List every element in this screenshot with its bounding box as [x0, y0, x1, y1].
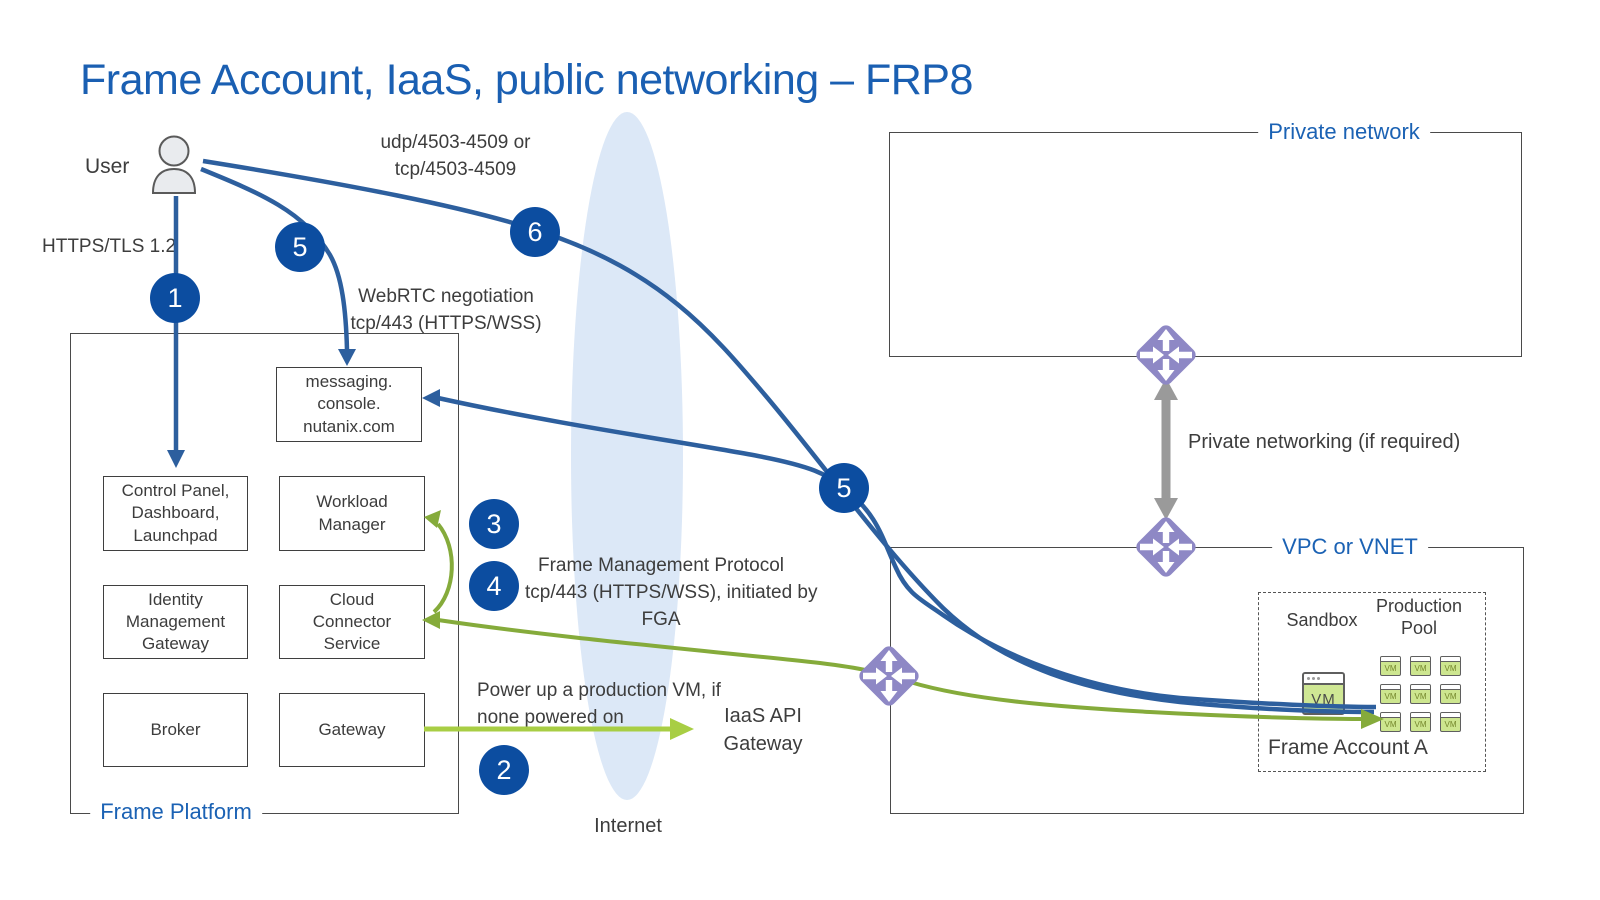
vpc-vnet-label: VPC or VNET	[1272, 534, 1428, 560]
gateway-box: Gateway	[279, 693, 425, 767]
vm-small-icon: VM	[1410, 684, 1431, 704]
window-dot	[1307, 677, 1310, 680]
cloud-connector-service-box: Cloud Connector Service	[279, 585, 425, 659]
edge-label-powerup: Power up a production VM, if none powere…	[477, 680, 721, 728]
vm-small-icon: VM	[1440, 684, 1461, 704]
private-network-label: Private network	[1258, 119, 1430, 145]
broker-box: Broker	[103, 693, 248, 767]
frame-account-label: Frame Account A	[1268, 736, 1428, 759]
private-network-box	[889, 132, 1522, 357]
vm-window-titlebar	[1304, 674, 1343, 685]
vm-small-icon: VM	[1440, 712, 1461, 732]
vm-small-icon: VM	[1380, 656, 1401, 676]
messaging-console-box: messaging. console. nutanix.com	[276, 367, 422, 442]
vm-window-icon: VM	[1302, 672, 1345, 715]
workload-manager-box: Workload Manager	[279, 476, 425, 551]
vm-small-icon: VM	[1440, 656, 1461, 676]
edge-label-https: HTTPS/TLS 1.2	[42, 236, 177, 257]
edge-label-webrtc: WebRTC negotiation tcp/443 (HTTPS/WSS)	[350, 286, 542, 334]
vm-small-icon: VM	[1380, 712, 1401, 732]
window-dot	[1312, 677, 1315, 680]
edge-label-fmp: Frame Management Protocol tcp/443 (HTTPS…	[525, 555, 818, 630]
vm-small-icon: VM	[1410, 712, 1431, 732]
internet-label: Internet	[594, 815, 662, 837]
identity-management-gateway-box: Identity Management Gateway	[103, 585, 248, 659]
page-title: Frame Account, IaaS, public networking –…	[80, 56, 973, 104]
edge-label-udp: udp/4503-4509 or tcp/4503-4509	[380, 132, 531, 180]
vm-small-icon: VM	[1410, 656, 1431, 676]
frame-platform-label: Frame Platform	[90, 799, 262, 825]
sandbox-label: Sandbox	[1286, 610, 1358, 630]
user-label: User	[85, 155, 130, 178]
window-dot	[1317, 677, 1320, 680]
production-pool-vm-grid: VM VM VM VM VM VM VM VM VM	[1380, 656, 1461, 732]
production-pool-label: Production Pool	[1375, 596, 1463, 638]
vm-small-icon: VM	[1380, 684, 1401, 704]
iaas-api-gateway-label: IaaS API Gateway	[723, 705, 803, 756]
control-panel-box: Control Panel, Dashboard, Launchpad	[103, 476, 248, 551]
private-networking-label: Private networking (if required)	[1188, 431, 1461, 453]
vm-window-label: VM	[1311, 690, 1336, 708]
